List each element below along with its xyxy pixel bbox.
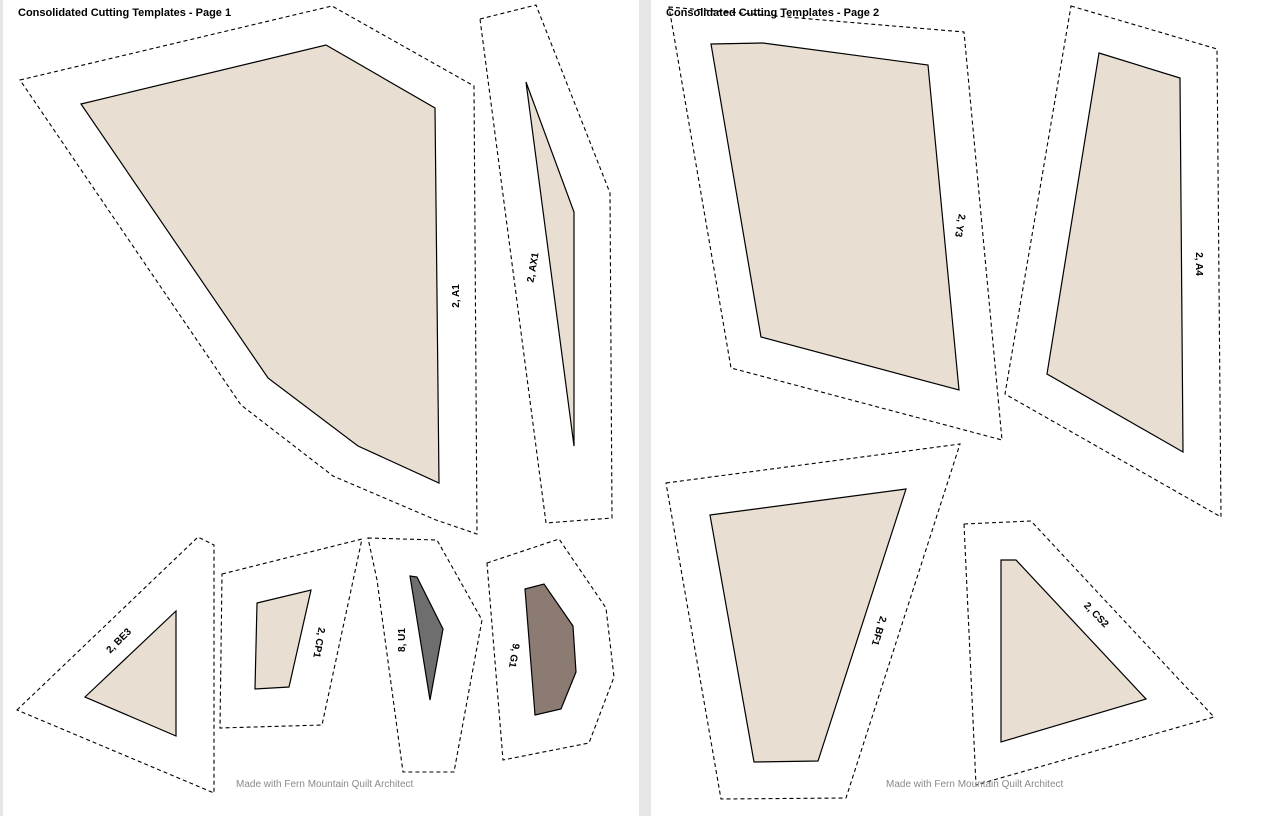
page-title: Consolidated Cutting Templates - Page 2 [666, 7, 880, 19]
template-2-a4[interactable]: 2, A4 [1004, 5, 1222, 518]
template-piece [80, 44, 440, 484]
template-piece [709, 488, 907, 763]
page-2-templates-canvas: 2, Y3 2, A4 2, BF1 2, CS2 [665, 5, 1222, 800]
page-footer: Made with Fern Mountain Quilt Architect [236, 779, 414, 790]
template-label: 2, AX1 [525, 251, 541, 283]
template-piece [1000, 559, 1148, 743]
template-piece [1046, 52, 1184, 454]
template-8-u1[interactable]: 8, U1 [367, 537, 483, 773]
template-label: 2, Y3 [952, 213, 967, 238]
page-title: Consolidated Cutting Templates - Page 1 [18, 7, 232, 19]
template-label: 2, A4 [1193, 252, 1204, 276]
seam-allowance-outline [963, 520, 1216, 786]
template-page-1: Consolidated Cutting Templates - Page 1 … [3, 0, 639, 816]
seam-allowance-outline [1004, 5, 1222, 518]
page-1-templates-canvas: 2, A1 2, AX1 2, BE3 2, CP1 8, U1 [16, 4, 615, 794]
template-2-cs2[interactable]: 2, CS2 [963, 520, 1216, 786]
template-2-bf1[interactable]: 2, BF1 [665, 443, 961, 800]
seam-allowance-outline [665, 443, 961, 800]
template-piece [524, 583, 577, 716]
template-piece [409, 575, 444, 701]
template-piece [83, 609, 177, 737]
template-page-2: Consolidated Cutting Templates - Page 2 … [651, 0, 1281, 816]
seam-allowance-outline [668, 6, 1003, 441]
template-2-ax1[interactable]: 2, AX1 [479, 4, 613, 524]
template-piece [525, 81, 575, 447]
seam-allowance-outline [19, 5, 478, 535]
template-2-cp1[interactable]: 2, CP1 [219, 538, 363, 729]
template-piece [710, 42, 960, 391]
template-label: 2, CP1 [310, 626, 326, 658]
template-9-g1[interactable]: 9, G1 [486, 538, 615, 761]
seam-allowance-outline [367, 537, 483, 773]
template-2-be3[interactable]: 2, BE3 [16, 536, 215, 794]
template-label: 8, U1 [397, 628, 408, 652]
template-label: 2, CS2 [1081, 600, 1110, 630]
seam-allowance-outline [16, 536, 215, 794]
template-2-a1[interactable]: 2, A1 [19, 5, 478, 535]
template-label: 2, BE3 [105, 626, 135, 656]
template-label: 9, G1 [506, 642, 521, 668]
template-label: 2, A1 [451, 284, 462, 308]
template-label: 2, BF1 [869, 615, 888, 647]
seam-allowance-outline [479, 4, 613, 524]
page-footer: Made with Fern Mountain Quilt Architect [886, 779, 1064, 790]
seam-allowance-outline [486, 538, 615, 761]
template-piece [254, 589, 312, 690]
template-2-y3[interactable]: 2, Y3 [668, 6, 1003, 441]
